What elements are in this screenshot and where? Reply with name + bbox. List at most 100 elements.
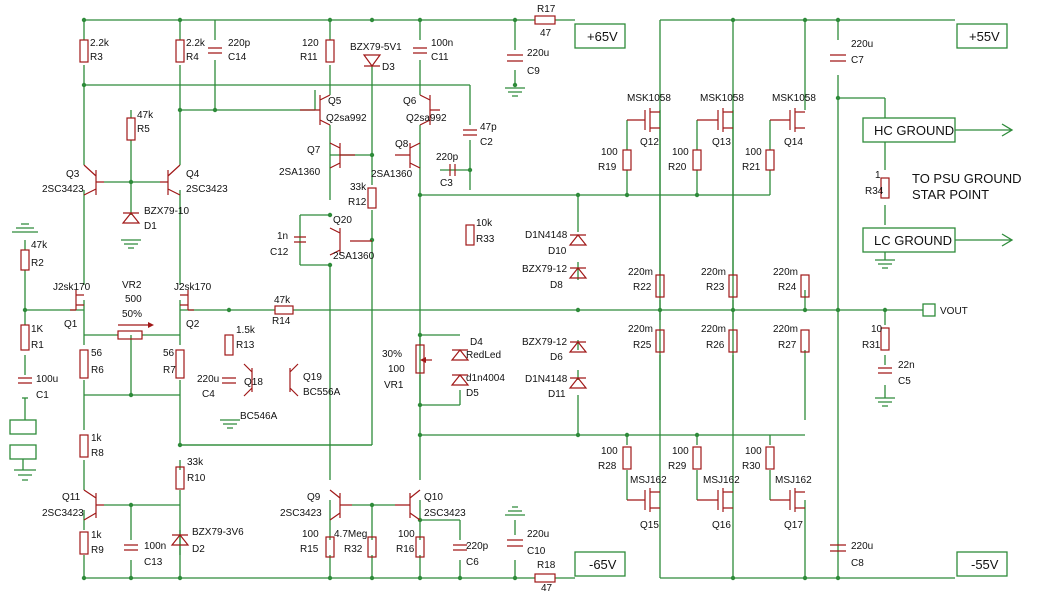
rail-label-pos65: +65V bbox=[587, 29, 618, 44]
r10-ref: R10 bbox=[187, 473, 206, 484]
hc-ground-box bbox=[862, 117, 956, 143]
resistor-r24 bbox=[800, 274, 810, 298]
c12-value: 1n bbox=[277, 231, 288, 242]
q19-ref: Q19 bbox=[303, 372, 322, 383]
r20-value: 100 bbox=[672, 147, 689, 158]
d8-ref: D8 bbox=[550, 280, 563, 291]
q3-part: 2SC3423 bbox=[42, 184, 84, 195]
capacitor-c10 bbox=[507, 539, 523, 547]
resistor-r12 bbox=[367, 187, 377, 209]
d4-ref: D4 bbox=[470, 337, 483, 348]
d10-ref: D10 bbox=[548, 246, 567, 257]
resistor-r3 bbox=[79, 39, 89, 63]
r21-ref: R21 bbox=[742, 162, 761, 173]
r23-ref: R23 bbox=[706, 282, 725, 293]
r5-value: 47k bbox=[137, 110, 154, 121]
capacitor-c1 bbox=[18, 377, 32, 384]
c5-value: 22n bbox=[898, 360, 915, 371]
resistor-r33 bbox=[465, 224, 475, 246]
q4-part: 2SC3423 bbox=[186, 184, 228, 195]
ground-icon bbox=[12, 223, 38, 233]
q5-ref: Q5 bbox=[328, 96, 342, 107]
c14-value: 220p bbox=[228, 38, 251, 49]
r30-value: 100 bbox=[745, 446, 762, 457]
transistors bbox=[70, 94, 805, 521]
r15-value: 100 bbox=[302, 529, 319, 540]
transistor-q13 bbox=[697, 108, 733, 132]
c13-ref: C13 bbox=[144, 557, 163, 568]
transistor-q11 bbox=[83, 489, 104, 521]
resistor-r13 bbox=[224, 334, 234, 356]
r28-value: 100 bbox=[601, 446, 618, 457]
q16-part: MSJ162 bbox=[703, 475, 740, 486]
resistor-r19 bbox=[622, 149, 632, 171]
resistor-r7 bbox=[175, 349, 185, 379]
c1-value: 100u bbox=[36, 374, 58, 385]
rail-box-pos65 bbox=[574, 23, 626, 49]
capacitor-c5 bbox=[878, 367, 892, 374]
lc-ground-label: LC GROUND bbox=[874, 233, 952, 248]
r17-ref: R17 bbox=[537, 4, 556, 15]
r32-value: 4.7Meg bbox=[334, 529, 367, 540]
lc-ground-box bbox=[862, 227, 956, 253]
ground-icon bbox=[220, 419, 240, 429]
q1-part: J2sk170 bbox=[53, 282, 91, 293]
d5-part: d1n4004 bbox=[466, 373, 505, 384]
c5-ref: C5 bbox=[898, 376, 911, 387]
rail-label-neg65: -65V bbox=[589, 557, 617, 572]
c9-value: 220u bbox=[527, 48, 549, 59]
diode-d1 bbox=[121, 212, 141, 224]
r14-ref: R14 bbox=[272, 316, 291, 327]
c6-value: 220p bbox=[466, 541, 489, 552]
resistor-r5 bbox=[126, 117, 136, 141]
q6-ref: Q6 bbox=[403, 96, 417, 107]
d3-part: BZX79-5V1 bbox=[350, 42, 402, 53]
r4-ref: R4 bbox=[186, 52, 199, 63]
r13-ref: R13 bbox=[236, 340, 255, 351]
r18-ref: R18 bbox=[537, 560, 556, 571]
diode-d4 bbox=[450, 349, 470, 361]
c6-ref: C6 bbox=[466, 557, 479, 568]
q11-ref: Q11 bbox=[62, 492, 81, 503]
transistor-q9 bbox=[329, 489, 352, 521]
r6-ref: R6 bbox=[91, 365, 104, 376]
q10-part: 2SC3423 bbox=[424, 508, 466, 519]
resistor-r6 bbox=[79, 349, 89, 379]
resistor-r8 bbox=[79, 434, 89, 458]
diode-d6 bbox=[568, 341, 588, 353]
q13-part: MSK1058 bbox=[700, 93, 744, 104]
r24-value: 220m bbox=[773, 267, 798, 278]
c14-ref: C14 bbox=[228, 52, 247, 63]
d5-ref: D5 bbox=[466, 388, 479, 399]
r32-ref: R32 bbox=[344, 544, 363, 555]
capacitor-c12 bbox=[294, 236, 306, 243]
vout-terminal bbox=[922, 303, 936, 317]
q15-part: MSJ162 bbox=[630, 475, 667, 486]
c10-value: 220u bbox=[527, 529, 549, 540]
r9-ref: R9 bbox=[91, 545, 104, 556]
diodes bbox=[121, 54, 588, 546]
resistor-r21 bbox=[765, 149, 775, 171]
resistor-r25 bbox=[655, 329, 665, 353]
d2-ref: D2 bbox=[192, 544, 205, 555]
junction-dots bbox=[22, 17, 888, 581]
q5-part: Q2sa992 bbox=[326, 113, 367, 124]
diode-d11 bbox=[568, 377, 588, 389]
d11-ref: D11 bbox=[548, 389, 566, 400]
q9-ref: Q9 bbox=[307, 492, 321, 503]
r2-ref: R2 bbox=[31, 258, 44, 269]
d6-part: BZX79-12 bbox=[522, 337, 567, 348]
q1-ref: Q1 bbox=[64, 319, 78, 330]
rail-box-neg65 bbox=[574, 551, 626, 577]
c1-ref: C1 bbox=[36, 390, 49, 401]
c12-ref: C12 bbox=[270, 247, 289, 258]
r3-value: 2.2k bbox=[90, 38, 110, 49]
resistor-r20 bbox=[692, 149, 702, 171]
resistor-r27 bbox=[800, 329, 810, 353]
c4-value: 220u bbox=[197, 374, 219, 385]
transistor-q4 bbox=[160, 164, 181, 196]
resistor-r1 bbox=[20, 324, 30, 351]
arrow-icon bbox=[985, 233, 1014, 247]
c3-value: 220p bbox=[436, 152, 459, 163]
